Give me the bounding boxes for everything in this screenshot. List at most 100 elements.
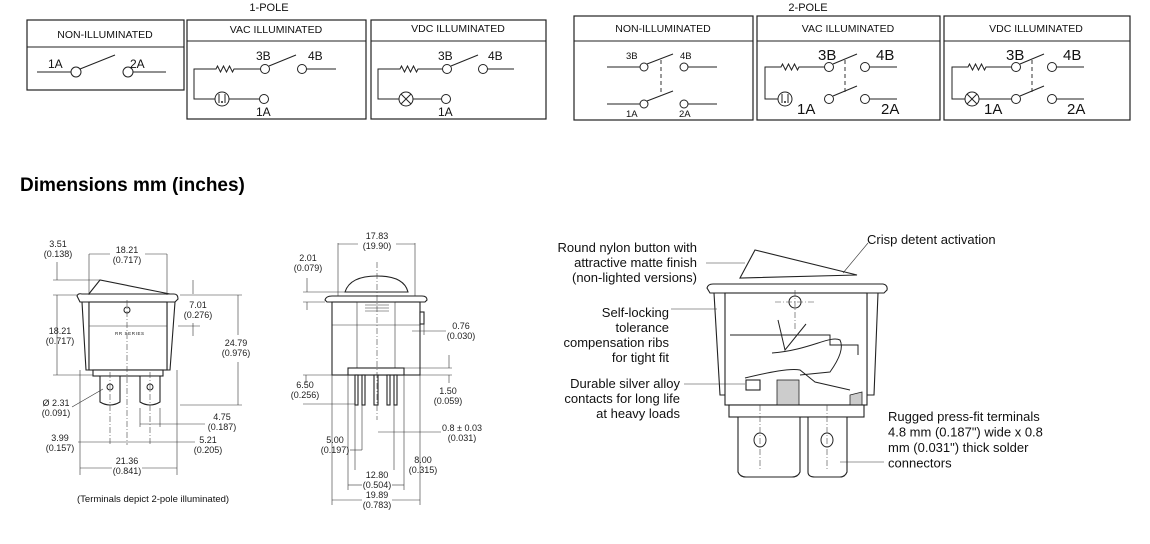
wiring-2pole-non-illuminated: NON-ILLUMINATED 3B 4B 1A 2A — [573, 15, 754, 121]
cutaway-drawing — [671, 242, 888, 478]
dimension-inches: (0.138) — [44, 249, 73, 259]
callout-line: Rugged press-fit terminals — [888, 409, 1040, 424]
front-view-note: (Terminals depict 2-pole illuminated) — [77, 494, 229, 505]
callout-line: Durable silver alloy — [570, 376, 680, 391]
wiring-1pole-non-illuminated: NON-ILLUMINATED 1A 2A — [26, 19, 185, 91]
dimension-inches: (0.030) — [447, 331, 476, 341]
dimension-mm: 7.01 — [189, 300, 207, 310]
dimension-inches: (0.059) — [434, 396, 463, 406]
dimension-mm: 3.51 — [49, 239, 67, 249]
callout-line: attractive matte finish — [574, 255, 697, 270]
callout-line: mm (0.031") thick solder — [888, 440, 1029, 455]
callout-line: at heavy loads — [596, 406, 680, 421]
dimension-mm: 4.75 — [213, 412, 231, 422]
terminal-label: 3B — [818, 47, 836, 64]
terminal-label: 4B — [876, 47, 894, 64]
terminal-label: 3B — [626, 51, 638, 62]
terminal-label: 1A — [984, 101, 1002, 118]
dimension-inches: (0.315) — [409, 465, 438, 475]
wiring-1pole-vac-illuminated: VAC ILLUMINATED 3B 4B 1A — [186, 19, 367, 120]
terminal-label: 3B — [438, 49, 453, 63]
neon-lamp-icon — [777, 91, 793, 107]
dimension-inches: (0.157) — [46, 443, 75, 453]
terminal-label: 2A — [1067, 101, 1085, 118]
terminal-label: 1A — [797, 101, 815, 118]
dimension-inches: (0.031) — [448, 433, 477, 443]
dimension-mm: 5.00 — [326, 435, 344, 445]
neon-lamp-icon — [214, 91, 230, 107]
wiring-1pole-vdc-illuminated: VDC ILLUMINATED 3B 4B 1A — [370, 19, 547, 120]
dimension-inches: (0.717) — [113, 255, 142, 265]
callout-line: Round nylon button with — [558, 240, 697, 255]
callout-line: 4.8 mm (0.187") wide x 0.8 — [888, 425, 1043, 440]
callout-line: for tight fit — [612, 350, 669, 365]
dimension-mm: 18.21 — [116, 245, 139, 255]
dimensions-title: Dimensions mm (inches) — [20, 175, 245, 196]
dimension-inches: (0.197) — [321, 445, 350, 455]
front-view-drawing: RR SERIES — [53, 253, 242, 475]
panel-header: NON-ILLUMINATED — [57, 29, 153, 41]
terminal-label: 2A — [130, 57, 145, 71]
series-marking: RR SERIES — [115, 331, 145, 336]
callout-line: tolerance — [616, 320, 669, 335]
side-view-drawing — [303, 243, 452, 505]
panel-header: VAC ILLUMINATED — [230, 24, 323, 36]
callout-line: connectors — [888, 456, 952, 471]
one-pole-label: 1-POLE — [249, 2, 288, 14]
panel-header: NON-ILLUMINATED — [615, 23, 711, 35]
dimension-mm: 19.89 — [366, 490, 389, 500]
dimension-mm: 6.50 — [296, 380, 314, 390]
dimension-inches: (0.783) — [363, 500, 392, 510]
dimension-mm: 2.01 — [299, 253, 317, 263]
callout-line: (non-lighted versions) — [572, 270, 697, 285]
terminal-label: 3B — [1006, 47, 1024, 64]
terminal-label: 2A — [679, 109, 691, 120]
dimension-inches: (19.90) — [363, 241, 392, 251]
dimension-mm: 8.00 — [414, 455, 432, 465]
terminal-label: 3B — [256, 49, 271, 63]
side-view-dimensions: 17.83(19.90)2.01(0.079)0.76(0.030)6.50(0… — [291, 231, 482, 510]
callout-detent: Crisp detent activation — [867, 232, 996, 247]
terminal-label: 4B — [308, 49, 323, 63]
dimension-mm: 0.8 ± 0.03 — [442, 423, 482, 433]
two-pole-label: 2-POLE — [788, 2, 827, 14]
dimension-inches: (0.841) — [113, 466, 142, 476]
dimension-mm: 12.80 — [366, 470, 389, 480]
dimension-mm: 21.36 — [116, 456, 139, 466]
terminal-label: 1A — [626, 109, 638, 120]
dimension-mm: 1.50 — [439, 386, 457, 396]
dimension-inches: (0.205) — [194, 445, 223, 455]
dimension-mm: 18.21 — [49, 326, 72, 336]
terminal-label: 4B — [1063, 47, 1081, 64]
dimension-mm: 5.21 — [199, 435, 217, 445]
dimension-mm: Ø 2.31 — [42, 398, 69, 408]
dimension-inches: (0.504) — [363, 480, 392, 490]
wiring-2pole-vdc-illuminated: VDC ILLUMINATED 3B 4B 1A 2A — [943, 15, 1131, 121]
terminal-label: 1A — [256, 105, 271, 119]
panel-header: VDC ILLUMINATED — [989, 23, 1083, 35]
dimension-inches: (0.187) — [208, 422, 237, 432]
callout-line: compensation ribs — [564, 335, 670, 350]
dimension-mm: 0.76 — [452, 321, 470, 331]
wiring-2pole-vac-illuminated: VAC ILLUMINATED 3B 4B 1A 2A — [756, 15, 941, 121]
dimension-inches: (0.091) — [42, 408, 71, 418]
terminal-label: 1A — [48, 57, 63, 71]
front-view-dimensions: 3.51(0.138)18.21(0.717)7.01(0.276)18.21(… — [42, 239, 251, 476]
dimension-mm: 3.99 — [51, 433, 69, 443]
dimension-inches: (0.079) — [294, 263, 323, 273]
callout-line: Self-locking — [602, 305, 669, 320]
dimension-mm: 24.79 — [225, 338, 248, 348]
dimension-inches: (0.976) — [222, 348, 251, 358]
terminal-label: 4B — [680, 51, 692, 62]
panel-header: VDC ILLUMINATED — [411, 23, 505, 35]
callout-line: contacts for long life — [564, 391, 680, 406]
dimension-inches: (0.256) — [291, 390, 320, 400]
terminal-label: 2A — [881, 101, 899, 118]
dimension-inches: (0.717) — [46, 336, 75, 346]
dimension-inches: (0.276) — [184, 310, 213, 320]
